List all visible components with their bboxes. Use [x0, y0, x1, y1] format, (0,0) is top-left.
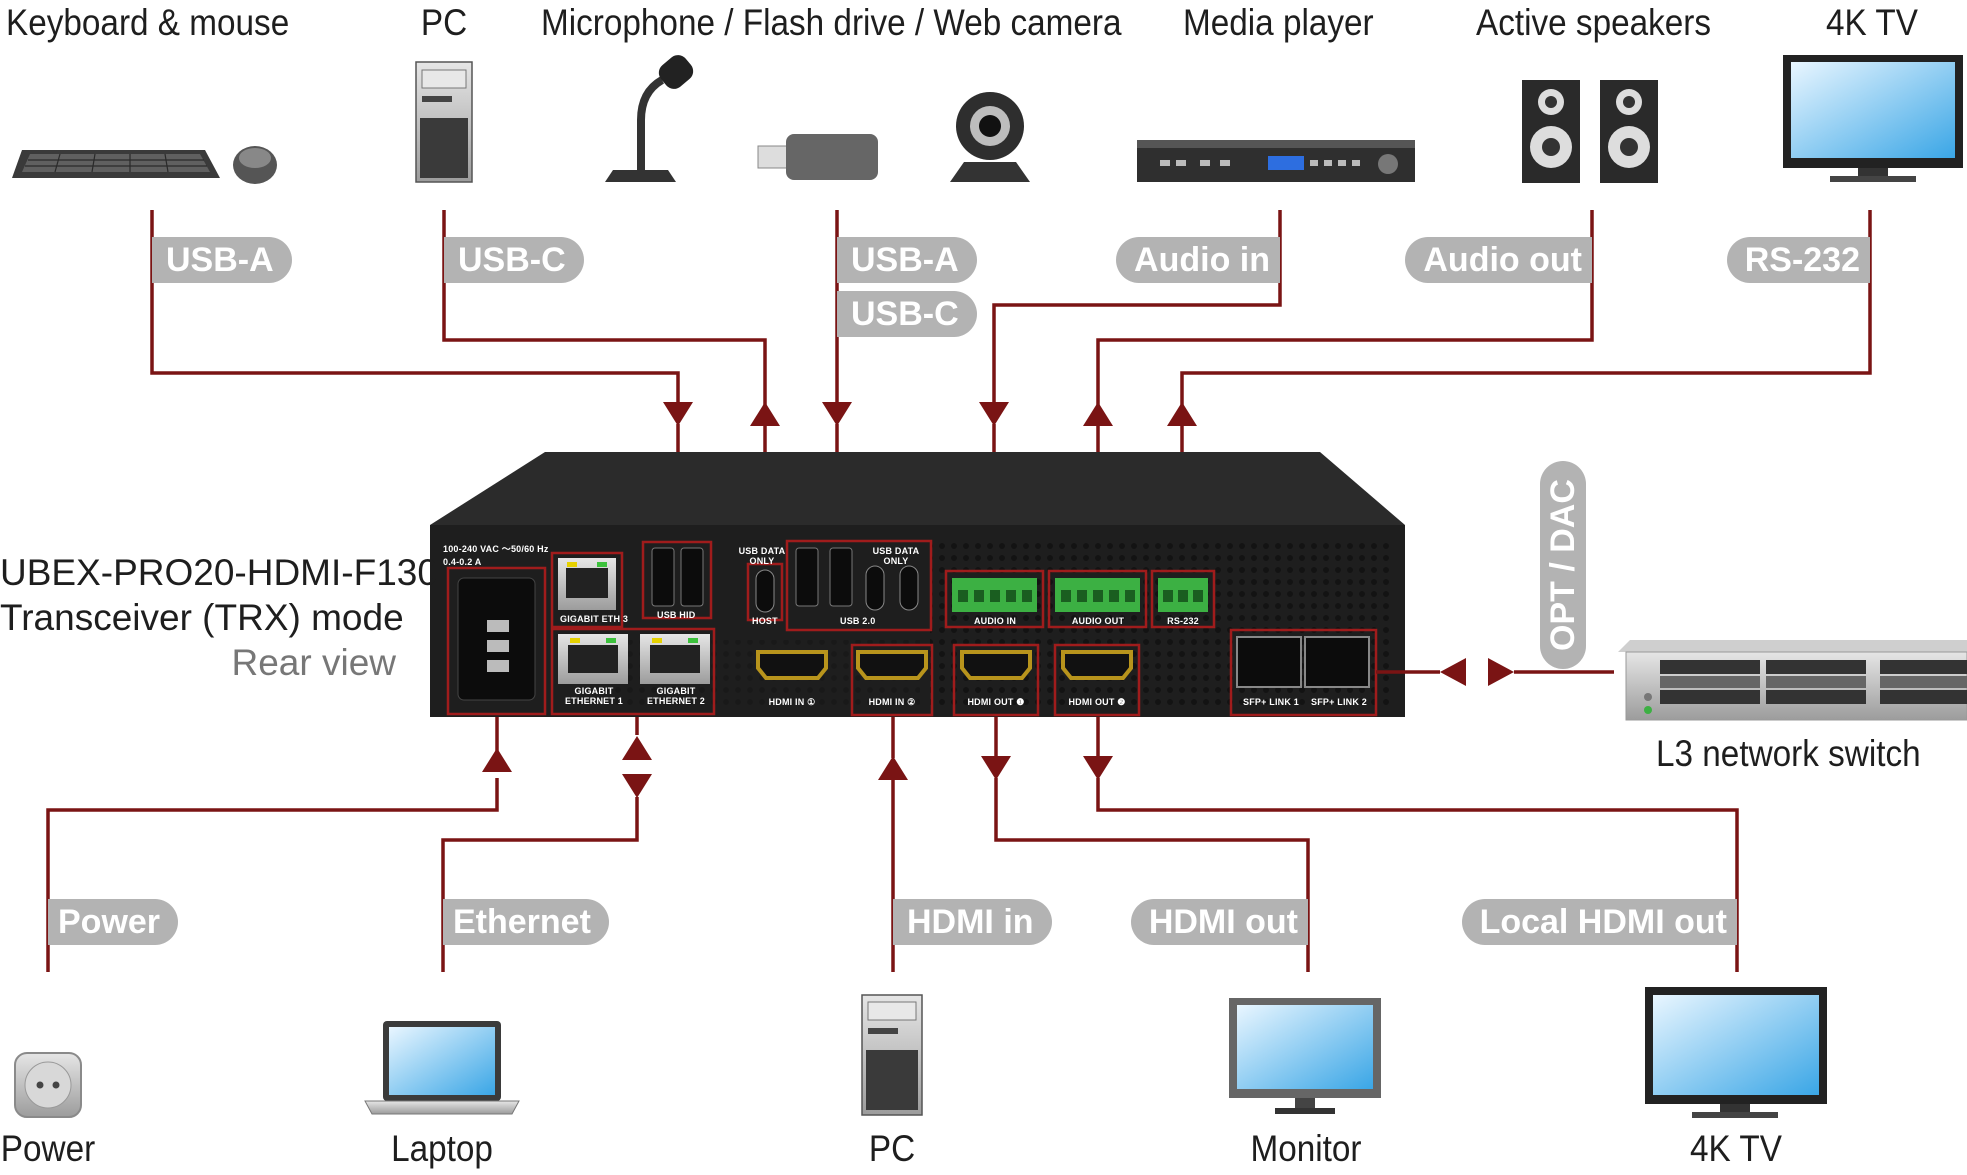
rs232-port	[1150, 569, 1216, 629]
web-camera-icon	[950, 92, 1030, 182]
panel-label-eth1: GIGABIT ETHERNET 1	[558, 686, 630, 706]
panel-label-eth2-a: GIGABIT	[656, 686, 696, 696]
device-model: UBEX-PRO20-HDMI-F130	[0, 552, 438, 593]
caption-power: Power	[0, 1128, 96, 1169]
keyboard-icon	[12, 150, 220, 178]
pill-power: Power	[48, 899, 179, 945]
panel-label-audio-out: AUDIO OUT	[1071, 616, 1125, 626]
connection-arrows-bottom	[482, 658, 1514, 798]
caption-tv-bottom: 4K TV	[1690, 1128, 1782, 1169]
caption-keyboard-mouse: Keyboard & mouse	[6, 2, 290, 43]
panel-label-rs232: RS-232	[1167, 616, 1199, 626]
pill-usb-a-peripherals: USB-A	[837, 237, 977, 283]
tv-icon	[1645, 987, 1827, 1118]
audio-in-port	[944, 569, 1045, 629]
usb-2-ports	[785, 539, 933, 632]
panel-label-usb-data-only-2: USB DATA ONLY	[872, 546, 920, 566]
pill-ethernet: Ethernet	[443, 899, 609, 945]
hdmi-out-2-port	[1053, 643, 1141, 717]
microphone-icon	[605, 55, 694, 182]
sfp-ports	[1229, 628, 1378, 717]
panel-label-usb20: USB 2.0	[840, 616, 876, 626]
hdmi-in-2-port	[850, 643, 934, 717]
caption-usb-peripherals: Microphone / Flash drive / Web camera	[541, 2, 1122, 43]
laptop-icon	[364, 1021, 520, 1115]
pill-usb-a-keyboard: USB-A	[152, 237, 292, 283]
panel-label-audio-in: AUDIO IN	[973, 616, 1017, 626]
panel-label-eth3: GIGABIT ETH 3	[560, 614, 629, 624]
pill-usb-c-pc: USB-C	[444, 237, 584, 283]
panel-label-host: HOST	[752, 616, 778, 626]
device-view: Rear view	[231, 642, 397, 683]
panel-label-power-rating-1: 100-240 VAC ～50/60 Hz	[443, 544, 549, 554]
panel-label-power-rating: 100-240 VAC ～50/60 Hz 0.4-0.2 A	[443, 542, 549, 567]
panel-label-usb-hid: USB HID	[657, 610, 696, 620]
hdmi-out-1-port	[952, 643, 1040, 717]
panel-label-eth1-a: GIGABIT	[574, 686, 614, 696]
panel-label-eth2: GIGABIT ETHERNET 2	[640, 686, 712, 706]
pill-hdmi-in: HDMI in	[893, 899, 1052, 945]
caption-laptop: Laptop	[391, 1128, 493, 1169]
audio-out-port	[1047, 569, 1148, 629]
tv-icon	[1783, 55, 1963, 182]
usb-hid-ports	[641, 540, 713, 620]
device-title: UBEX-PRO20-HDMI-F130 Transceiver (TRX) m…	[0, 550, 438, 685]
caption-tv-top: 4K TV	[1826, 2, 1918, 43]
pill-audio-in: Audio in	[1116, 237, 1280, 283]
panel-label-eth2-b: ETHERNET 2	[646, 696, 705, 706]
panel-label-hdmi-in-2: HDMI IN ②	[868, 697, 916, 707]
caption-pc-bottom: PC	[868, 1128, 916, 1169]
panel-label-sfp2: SFP+ LINK 2	[1311, 697, 1367, 707]
pc-tower-icon	[415, 61, 473, 183]
speaker-icon	[1522, 80, 1658, 183]
pill-hdmi-out: HDMI out	[1130, 899, 1308, 945]
flash-drive-icon	[757, 134, 878, 180]
media-player-icon	[1137, 140, 1415, 182]
panel-label-usb-data-only-1: USB DATA ONLY	[738, 546, 786, 566]
pc-tower-icon	[861, 994, 923, 1116]
pill-opt-dac: OPT / DAC	[1540, 461, 1586, 669]
mouse-icon	[233, 146, 277, 184]
pill-local-hdmi-out: Local HDMI out	[1461, 899, 1737, 945]
caption-monitor: Monitor	[1250, 1128, 1362, 1169]
pill-rs232: RS-232	[1726, 237, 1870, 283]
device-mode: Transceiver (TRX) mode	[0, 597, 404, 638]
usb-c-host-port	[746, 562, 784, 622]
hdmi-in-1-port	[756, 650, 828, 680]
monitor-icon	[1229, 998, 1381, 1114]
panel-label-power-rating-2: 0.4-0.2 A	[443, 557, 482, 567]
ethernet-ports	[550, 551, 716, 716]
power-inlet	[446, 566, 547, 716]
panel-label-hdmi-in-1: HDMI IN ①	[768, 697, 816, 707]
panel-label-hdmi-out-1: HDMI OUT ❶	[967, 697, 1025, 707]
connection-arrows-top	[663, 402, 1197, 426]
caption-network-switch: L3 network switch	[1656, 733, 1921, 774]
network-switch-icon	[1618, 640, 1967, 721]
caption-pc-top: PC	[420, 2, 468, 43]
pill-usb-c-peripherals: USB-C	[837, 291, 977, 337]
power-socket-icon	[14, 1052, 82, 1118]
pill-audio-out: Audio out	[1405, 237, 1592, 283]
panel-label-hdmi-out-2: HDMI OUT ❷	[1068, 697, 1126, 707]
caption-active-speakers: Active speakers	[1476, 2, 1712, 43]
caption-media-player: Media player	[1183, 2, 1374, 43]
panel-label-eth1-b: ETHERNET 1	[564, 696, 623, 706]
panel-label-sfp1: SFP+ LINK 1	[1243, 697, 1299, 707]
